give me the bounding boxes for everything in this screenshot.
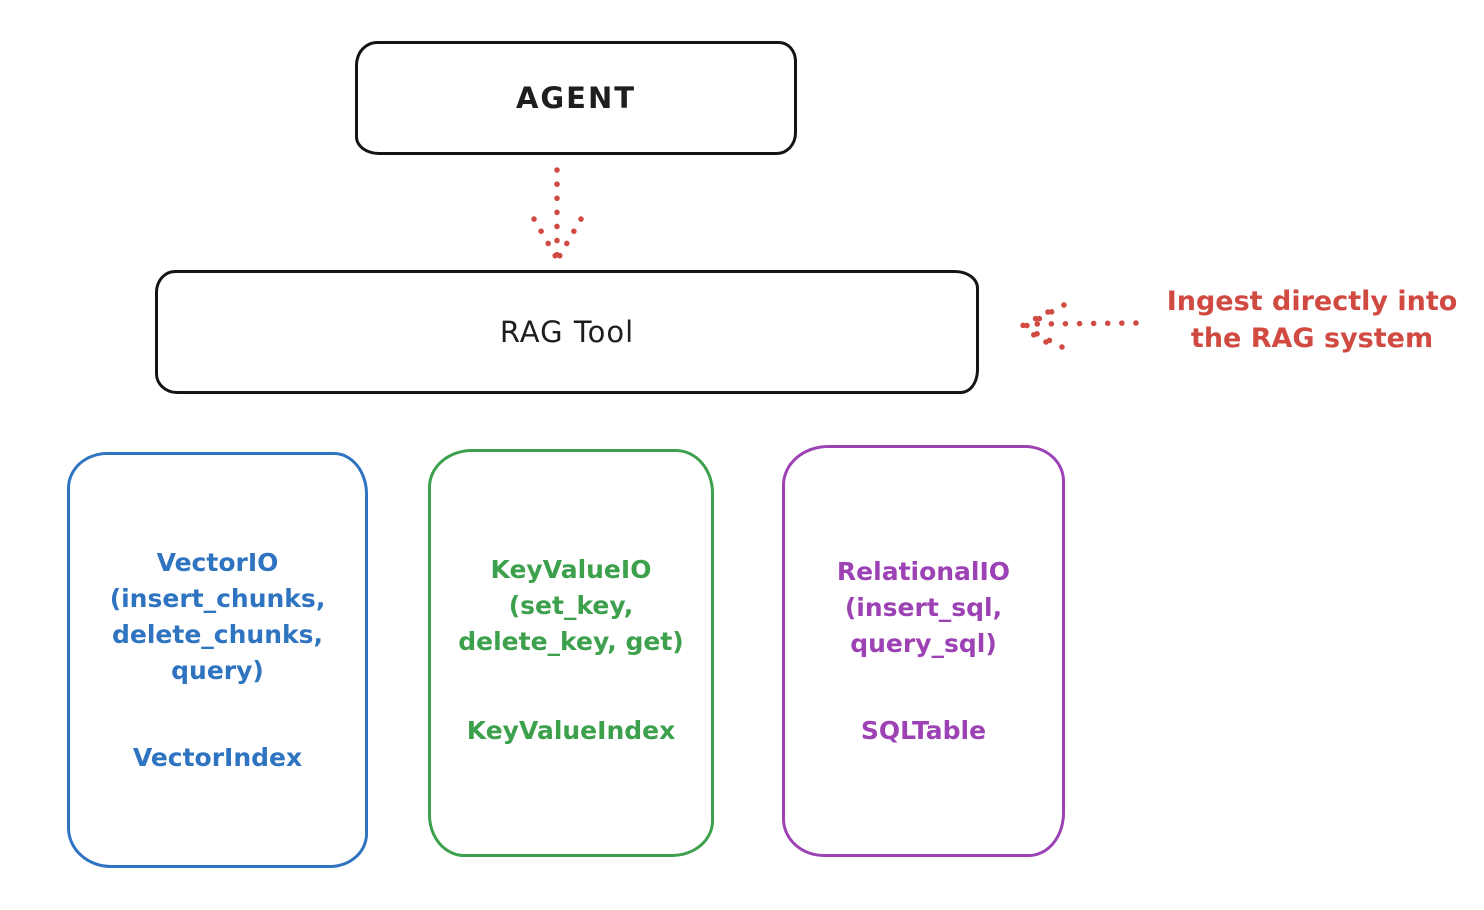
ingest-annotation-arrow	[1019, 302, 1139, 350]
relational-io-api-lines: RelationalIO (insert_sql, query_sql)	[837, 554, 1010, 662]
agent-node: AGENT	[355, 41, 797, 155]
vector-io-line: VectorIO	[156, 548, 279, 577]
ingest-annotation: Ingest directly into the RAG system	[1138, 283, 1484, 357]
vector-io-api-lines: VectorIO (insert_chunks, delete_chunks, …	[110, 545, 326, 689]
vector-io-line: delete_chunks,	[112, 620, 323, 649]
keyvalue-io-line: delete_key, get)	[458, 627, 684, 656]
ingest-annotation-line1: Ingest directly into	[1166, 286, 1458, 317]
keyvalue-io-line: KeyValueIO	[490, 555, 652, 584]
keyvalue-io-line: (set_key,	[508, 591, 634, 620]
ingest-annotation-line2: the RAG system	[1190, 323, 1434, 354]
vector-io-node: VectorIO (insert_chunks, delete_chunks, …	[67, 452, 368, 868]
relational-io-line: RelationalIO	[836, 557, 1011, 586]
relational-io-line: query_sql)	[850, 629, 997, 658]
vector-io-line: (insert_chunks,	[109, 584, 326, 613]
agent-to-ragtool-arrow	[531, 167, 584, 260]
rag-tool-node: RAG Tool	[155, 270, 979, 394]
vector-index-label: VectorIndex	[132, 743, 303, 772]
sql-table-label: SQLTable	[860, 716, 987, 745]
rag-tool-node-label: RAG Tool	[499, 315, 635, 349]
relational-io-line: (insert_sql,	[844, 593, 1003, 622]
keyvalue-io-node: KeyValueIO (set_key, delete_key, get) Ke…	[428, 449, 714, 857]
keyvalue-index-label: KeyValueIndex	[466, 716, 676, 745]
relational-io-node: RelationalIO (insert_sql, query_sql) SQL…	[782, 445, 1065, 857]
vector-io-line: query)	[171, 656, 264, 685]
keyvalue-io-api-lines: KeyValueIO (set_key, delete_key, get)	[458, 552, 683, 660]
agent-node-label: AGENT	[515, 81, 637, 115]
